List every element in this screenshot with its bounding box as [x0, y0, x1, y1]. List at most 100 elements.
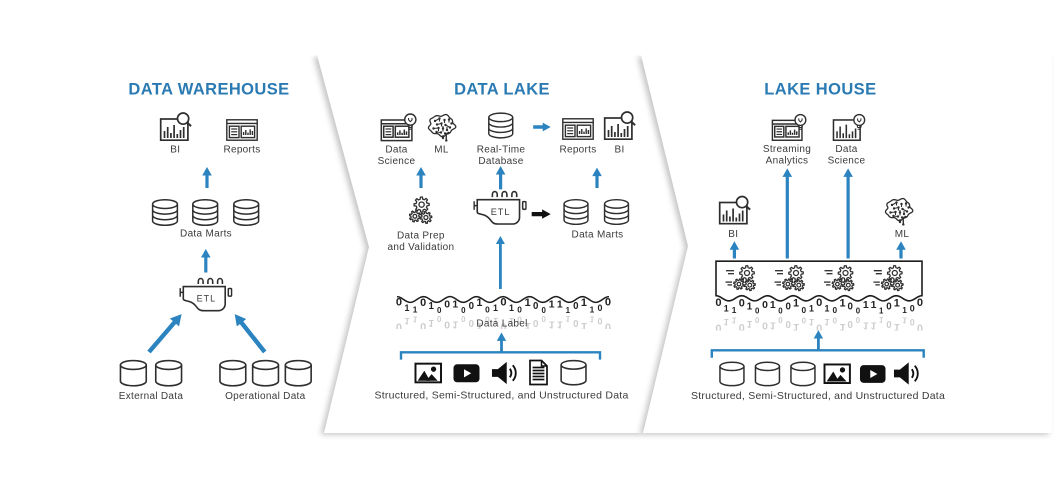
svg-text:External Data: External Data: [119, 391, 184, 402]
svg-text:1: 1: [476, 320, 482, 332]
svg-text:0: 0: [500, 297, 506, 309]
svg-text:Science: Science: [828, 156, 866, 167]
svg-text:Structured, Semi-Structured, a: Structured, Semi-Structured, and Unstruc…: [374, 390, 628, 402]
svg-text:0: 0: [801, 316, 806, 326]
svg-text:1: 1: [525, 297, 531, 309]
svg-text:1: 1: [493, 303, 498, 313]
svg-text:Real-Time: Real-Time: [477, 144, 526, 155]
svg-text:0: 0: [910, 317, 915, 327]
svg-text:ML: ML: [434, 144, 449, 155]
svg-text:0: 0: [739, 298, 745, 310]
svg-text:0: 0: [420, 297, 426, 309]
svg-text:1: 1: [581, 297, 587, 309]
svg-text:Data Marts: Data Marts: [180, 229, 232, 240]
svg-text:1: 1: [825, 303, 830, 313]
svg-text:0: 0: [542, 314, 547, 323]
svg-text:1: 1: [732, 305, 737, 315]
svg-text:0: 0: [886, 302, 891, 313]
svg-text:0: 0: [886, 318, 891, 329]
svg-text:Streaming: Streaming: [763, 144, 811, 155]
svg-text:LAKE HOUSE: LAKE HOUSE: [764, 81, 876, 99]
svg-text:and Validation: and Validation: [387, 242, 454, 253]
svg-text:Reports: Reports: [559, 144, 596, 155]
svg-text:Structured, Semi-Structured, a: Structured, Semi-Structured, and Unstruc…: [691, 390, 945, 402]
svg-text:1: 1: [770, 300, 776, 311]
svg-text:1: 1: [863, 300, 869, 311]
svg-text:1: 1: [747, 302, 753, 313]
svg-text:Data: Data: [385, 144, 407, 155]
svg-text:1: 1: [724, 303, 729, 313]
svg-text:0: 0: [848, 302, 853, 313]
svg-text:1: 1: [557, 319, 563, 330]
svg-text:1: 1: [871, 300, 877, 311]
svg-text:DATA WAREHOUSE: DATA WAREHOUSE: [128, 81, 289, 99]
svg-text:Data: Data: [835, 144, 857, 155]
svg-text:0: 0: [542, 306, 547, 315]
svg-text:0: 0: [917, 321, 923, 333]
svg-text:1: 1: [724, 317, 729, 327]
svg-text:1: 1: [429, 317, 435, 328]
svg-text:0: 0: [755, 307, 760, 316]
svg-text:0: 0: [533, 301, 538, 312]
svg-text:1: 1: [809, 303, 814, 313]
svg-text:0: 0: [816, 321, 822, 333]
svg-text:0: 0: [778, 315, 783, 324]
svg-text:1: 1: [879, 307, 884, 316]
svg-text:0: 0: [801, 305, 806, 315]
svg-text:1: 1: [871, 320, 877, 331]
svg-text:1: 1: [452, 319, 458, 330]
svg-text:0: 0: [739, 321, 745, 333]
svg-text:1: 1: [839, 321, 845, 333]
svg-text:0: 0: [816, 297, 822, 309]
svg-text:1: 1: [793, 298, 799, 310]
svg-text:BI: BI: [170, 144, 180, 155]
svg-text:0: 0: [444, 299, 450, 310]
svg-text:1: 1: [549, 319, 555, 330]
svg-text:Data Prep: Data Prep: [397, 231, 445, 242]
svg-text:1: 1: [581, 320, 587, 332]
svg-text:1: 1: [902, 305, 907, 315]
svg-text:Data Marts: Data Marts: [572, 230, 624, 241]
svg-text:1: 1: [809, 317, 814, 327]
svg-text:0: 0: [485, 304, 490, 314]
svg-text:1: 1: [405, 316, 410, 326]
svg-text:1: 1: [793, 321, 799, 333]
svg-text:0: 0: [533, 317, 538, 328]
svg-text:1: 1: [825, 317, 830, 327]
svg-text:0: 0: [396, 297, 402, 309]
svg-text:0: 0: [437, 314, 442, 323]
svg-text:1: 1: [566, 314, 571, 323]
svg-text:0: 0: [910, 303, 915, 313]
svg-text:0: 0: [856, 315, 861, 324]
svg-text:1: 1: [493, 316, 498, 326]
svg-text:0: 0: [778, 307, 783, 316]
svg-text:Reports: Reports: [223, 144, 260, 155]
svg-text:ML: ML: [895, 229, 910, 240]
svg-text:0: 0: [437, 306, 442, 315]
svg-text:1: 1: [894, 321, 900, 333]
svg-text:0: 0: [605, 320, 611, 332]
svg-text:1: 1: [549, 299, 555, 310]
svg-text:0: 0: [461, 314, 466, 323]
svg-text:1: 1: [476, 297, 482, 309]
svg-text:1: 1: [509, 303, 514, 313]
svg-text:BI: BI: [728, 229, 738, 240]
svg-text:0: 0: [396, 320, 402, 332]
svg-text:0: 0: [832, 305, 837, 315]
svg-text:0: 0: [517, 304, 522, 314]
svg-text:1: 1: [525, 320, 531, 332]
svg-text:0: 0: [715, 321, 721, 333]
svg-text:0: 0: [461, 306, 466, 315]
svg-text:0: 0: [598, 303, 603, 313]
svg-text:1: 1: [557, 299, 563, 310]
svg-text:0: 0: [573, 301, 578, 312]
svg-text:1: 1: [863, 320, 869, 331]
svg-text:1: 1: [405, 303, 410, 313]
svg-text:0: 0: [469, 317, 474, 328]
svg-text:0: 0: [444, 319, 450, 330]
svg-text:Database: Database: [478, 156, 523, 167]
svg-text:1: 1: [879, 315, 884, 324]
svg-text:0: 0: [420, 320, 426, 332]
svg-text:DATA LAKE: DATA LAKE: [454, 81, 550, 99]
svg-text:1: 1: [770, 320, 776, 331]
